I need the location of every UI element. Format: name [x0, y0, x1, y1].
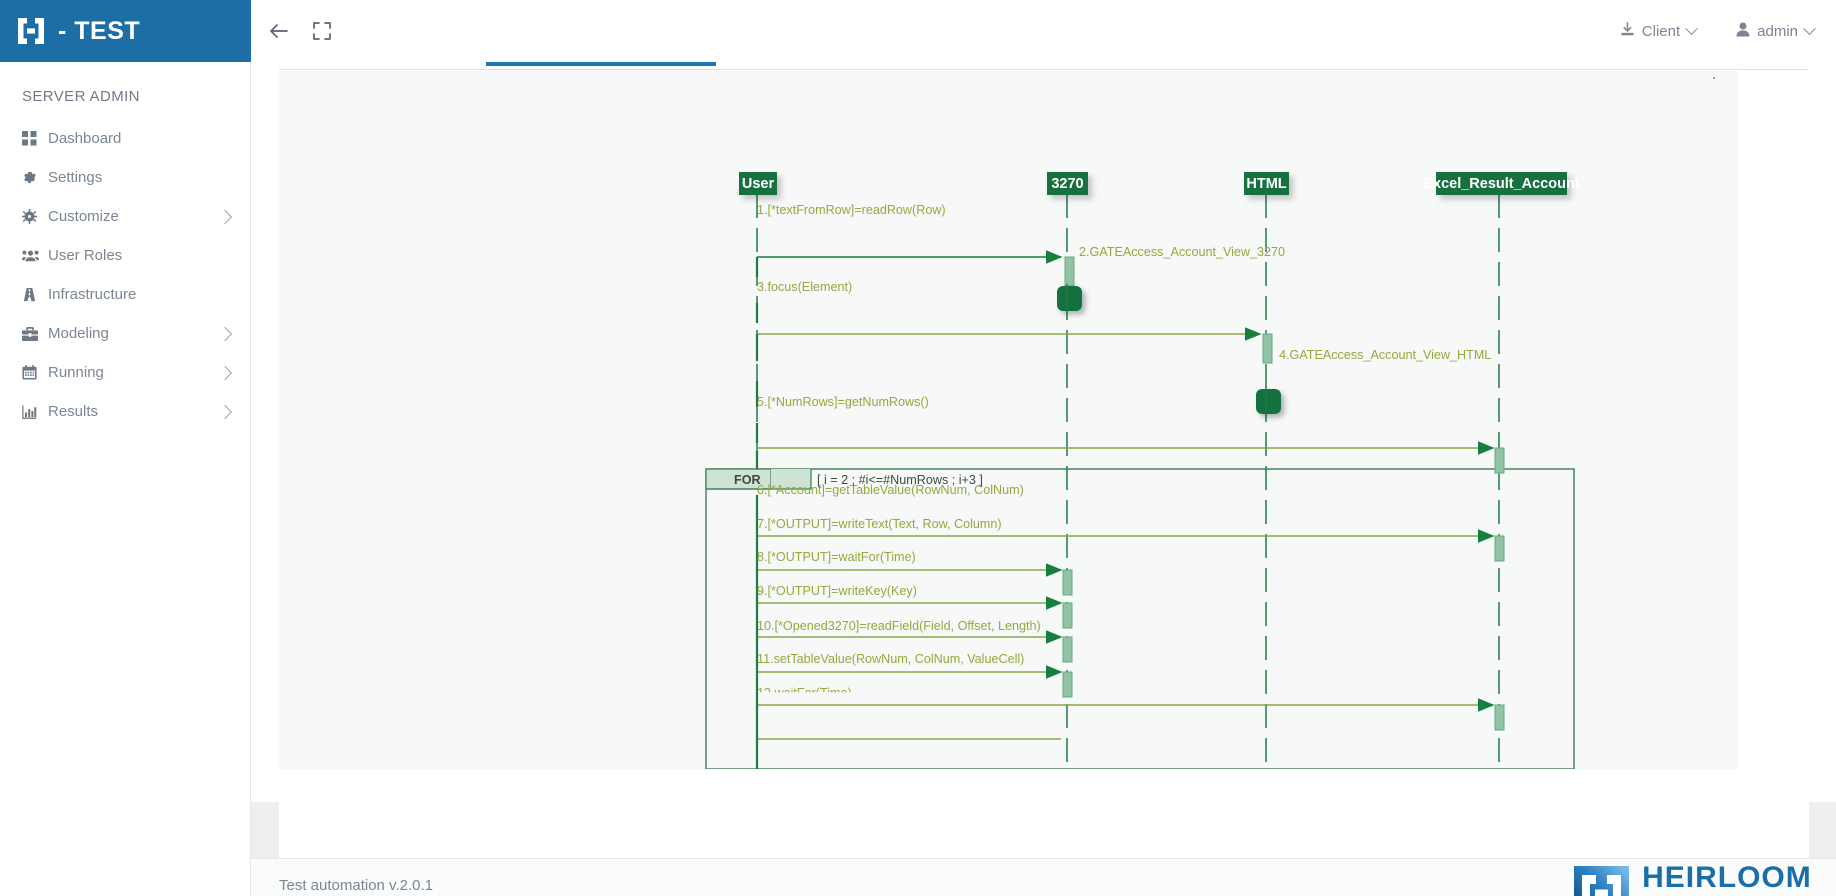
sidebar-item-infrastructure[interactable]: Infrastructure: [0, 275, 250, 314]
message-label-7: 7.[*OUTPUT]=writeText(Text, Row, Column): [757, 517, 1002, 531]
sidebar-item-label: User Roles: [48, 247, 123, 264]
client-menu[interactable]: Client: [1620, 21, 1699, 41]
heirloom-mark-icon: [16, 16, 46, 46]
fragment-label-for: FOR: [734, 473, 761, 487]
footer-logo-line1: HEIRLOOM: [1642, 861, 1812, 894]
lifeline-box-user[interactable]: User: [739, 172, 777, 195]
lifeline-box-excel-result-account[interactable]: Excel_Result_Account: [1423, 172, 1580, 195]
message-label-9: 9.[*OUTPUT]=writeKey(Key): [757, 584, 917, 598]
message-label-1: 1.[*textFromRow]=readRow(Row): [757, 203, 946, 217]
message-label-2: 2.GATEAccess_Account_View_3270: [1079, 245, 1286, 259]
tab-strip: [279, 62, 1809, 70]
sidebar-item-results[interactable]: Results: [0, 392, 250, 431]
lifeline-box-3270[interactable]: 3270: [1047, 172, 1088, 195]
user-menu[interactable]: admin: [1736, 21, 1816, 41]
sequence-diagram-panel[interactable]: User 3270 HTML Excel_Result_Account 1.[*…: [279, 71, 1739, 769]
ref-blocks: [1057, 284, 1281, 416]
main-area: User 3270 HTML Excel_Result_Account 1.[*…: [251, 62, 1836, 896]
footer-version-text: Test automation v.2.0.1: [279, 877, 433, 894]
gear-icon: [22, 170, 48, 185]
sidebar-item-label: Running: [48, 364, 104, 381]
user-menu-label: admin: [1757, 22, 1798, 40]
message-label-6: 6.[*Account]=getTableValue(RowNum, ColNu…: [757, 483, 1024, 497]
messages: [757, 250, 1505, 740]
chevron-right-icon: [217, 365, 233, 380]
page-footer: Test automation v.2.0.1: [251, 858, 1836, 896]
road-icon: [22, 287, 48, 302]
brand-area[interactable]: - TEST: [0, 0, 251, 62]
chevron-down-icon: [1803, 21, 1816, 35]
client-menu-label: Client: [1641, 22, 1681, 40]
fullscreen-icon[interactable]: [312, 21, 332, 41]
sidebar-item-running[interactable]: Running: [0, 353, 250, 392]
message-label-12: 12.waitFor(Time): [757, 686, 852, 700]
arrow-left-icon[interactable]: [268, 20, 290, 42]
sidebar-item-user-roles[interactable]: User Roles: [0, 236, 250, 275]
chevron-right-icon: [217, 326, 233, 341]
sidebar-item-label: Results: [48, 403, 99, 420]
message-label-11: 11.setTableValue(RowNum, ColNum, ValueCe…: [757, 652, 1025, 666]
top-bar: - TEST Clie: [0, 0, 1836, 62]
footer-logo-line2: COMPUTING: [1642, 895, 1824, 896]
message-label-5: 5.[*NumRows]=getNumRows(): [757, 395, 929, 409]
grid-icon: [22, 131, 48, 146]
calendar-icon: [22, 365, 48, 380]
sidebar-item-label: Modeling: [48, 325, 109, 342]
sidebar-item-label: Customize: [48, 208, 119, 225]
content-card: User 3270 HTML Excel_Result_Account 1.[*…: [251, 62, 1836, 858]
chevron-right-icon: [217, 209, 233, 224]
sidebar-heading: SERVER ADMIN: [22, 88, 140, 105]
message-label-3: 3.focus(Element): [757, 280, 853, 294]
for-fragment: [705, 468, 1575, 769]
user-icon: [1736, 22, 1750, 41]
message-label-4: 4.GATEAccess_Account_View_HTML: [1279, 348, 1492, 362]
brand-title: - TEST: [58, 16, 141, 45]
toolbox-icon: [22, 326, 48, 341]
message-label-8: 8.[*OUTPUT]=waitFor(Time): [757, 550, 916, 564]
topbar-right-actions: Client admin: [1620, 0, 1816, 62]
download-icon: [1620, 21, 1635, 41]
heirloom-mark-icon: [1574, 865, 1630, 896]
sidebar-item-label: Infrastructure: [48, 286, 137, 303]
sidebar: SERVER ADMIN Dashboard Settings: [0, 62, 251, 896]
sidebar-item-modeling[interactable]: Modeling: [0, 314, 250, 353]
sequence-diagram: User 3270 HTML Excel_Result_Account 1.[*…: [279, 71, 1739, 769]
topbar-left-actions: [268, 0, 332, 62]
tab-active-indicator[interactable]: [486, 62, 716, 66]
sidebar-item-customize[interactable]: Customize: [0, 197, 250, 236]
chevron-right-icon: [217, 404, 233, 419]
message-label-10: 10.[*Opened3270]=readField(Field, Offset…: [757, 619, 1041, 633]
users-icon: [22, 249, 48, 262]
sidebar-item-label: Settings: [48, 169, 103, 186]
content-card-footer: [279, 802, 1809, 858]
cog-burst-icon: [22, 209, 48, 224]
lifeline-box-html[interactable]: HTML: [1244, 172, 1289, 195]
fragment-condition-for: [ i = 2 ; #i<=#NumRows ; i+3 ]: [817, 473, 983, 487]
panel-corner-dot: [1713, 77, 1715, 79]
sidebar-item-dashboard[interactable]: Dashboard: [0, 119, 250, 158]
footer-logo: HEIRLOOM COMPUTING: [1574, 863, 1824, 896]
bar-chart-icon: [22, 405, 48, 419]
sidebar-item-label: Dashboard: [48, 130, 122, 147]
chevron-down-icon: [1685, 21, 1699, 35]
sidebar-item-settings[interactable]: Settings: [0, 158, 250, 197]
footer-logo-text: HEIRLOOM COMPUTING: [1642, 863, 1824, 896]
sequence-diagram-svg: [705, 194, 1575, 769]
